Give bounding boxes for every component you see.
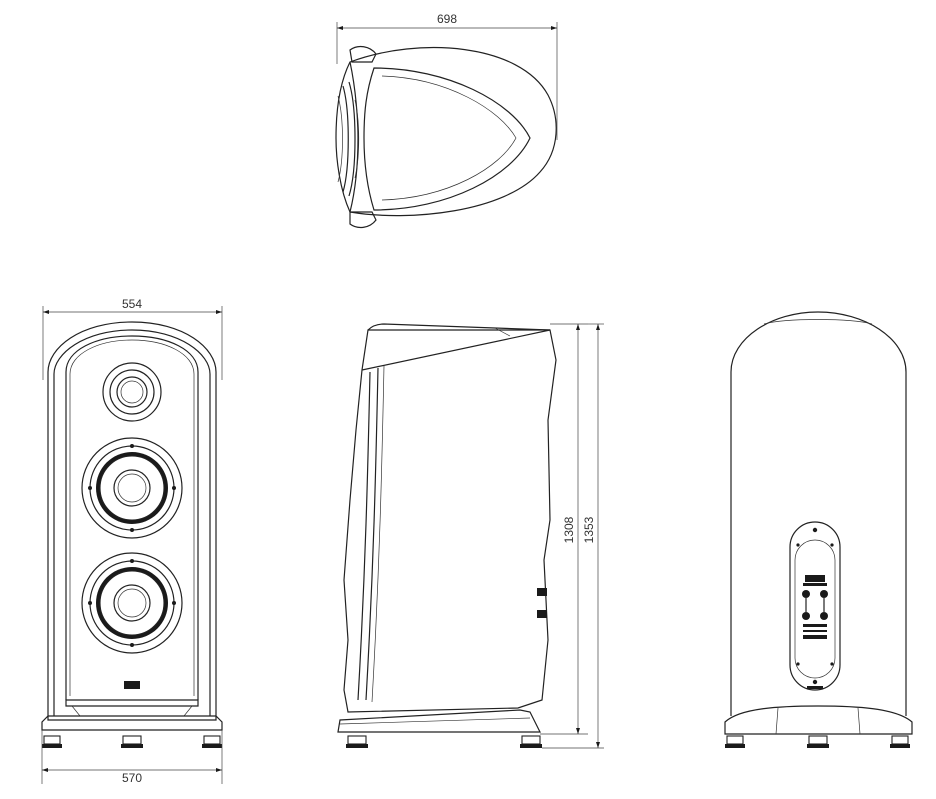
dim-label-570: 570 — [122, 771, 142, 785]
brand-badge — [124, 681, 140, 689]
side-terminals — [537, 588, 547, 618]
terminal-post — [802, 612, 810, 620]
top-front-baffle — [363, 67, 531, 211]
side-base — [337, 709, 541, 733]
dim-base-width: 570 — [41, 730, 223, 785]
front-cabinet-outline — [47, 321, 217, 721]
front-feet — [42, 735, 222, 748]
dim-front-width: 554 — [42, 297, 223, 380]
dim-height-total: 1353 — [542, 323, 604, 749]
dim-label-698: 698 — [437, 12, 457, 26]
rear-base — [724, 705, 913, 735]
rear-terminal-plate — [789, 521, 841, 691]
terminal-post — [820, 590, 828, 598]
front-view: 554 — [41, 297, 223, 785]
woofer-lower — [81, 552, 183, 654]
side-view: 1308 1353 — [337, 323, 604, 749]
dim-label-1308: 1308 — [562, 516, 576, 543]
front-base — [41, 715, 223, 731]
terminal-post — [802, 590, 810, 598]
rear-cabinet-outline — [730, 311, 907, 716]
terminal-post — [820, 612, 828, 620]
rear-logo — [805, 575, 825, 582]
dim-top-depth: 698 — [336, 12, 558, 140]
side-cabinet-outline — [343, 329, 557, 713]
woofer-upper — [81, 437, 183, 539]
top-view: 698 — [335, 12, 558, 229]
tweeter — [102, 362, 162, 422]
top-cabinet-outline — [335, 46, 557, 217]
dim-label-1353: 1353 — [582, 516, 596, 543]
dim-height-body: 1308 — [540, 323, 588, 735]
rear-view — [724, 311, 913, 748]
dim-label-554: 554 — [122, 297, 142, 311]
